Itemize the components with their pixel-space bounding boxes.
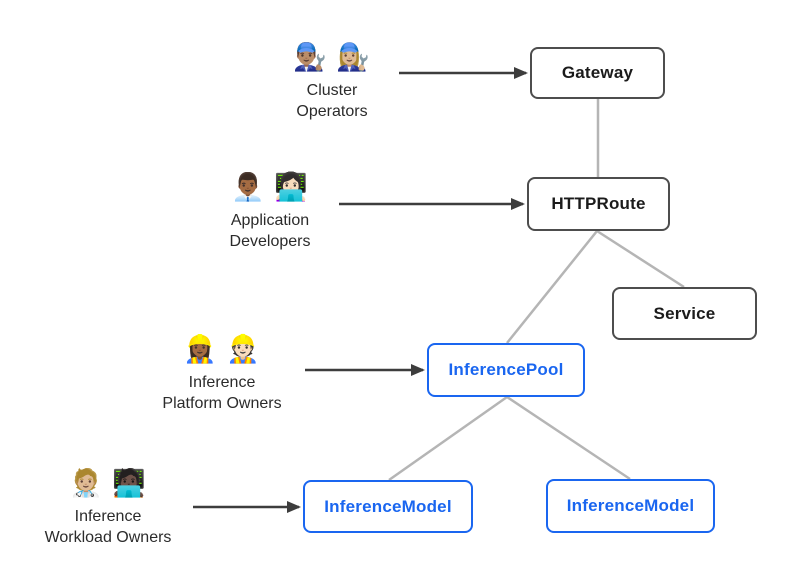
node-inferencepool-label: InferencePool [448,360,564,379]
persona-inference-workload-owners: 🧑🏼‍⚕️ 🧑🏿‍💻 Inference Workload Owners [18,462,198,548]
developers-emoji-icon: 👨🏾‍💼 👩🏻‍💻 [231,172,309,202]
persona-label-line: Platform Owners [162,395,282,412]
node-service: Service [612,287,757,340]
persona-inference-workload-owners-label: Inference Workload Owners [18,506,198,548]
persona-label-line: Cluster [306,82,358,99]
node-service-label: Service [653,303,716,323]
persona-label-line: Operators [296,103,368,120]
edge-inferencepool-inferencemodel-right [506,395,631,481]
mechanics-emoji-icon: 👨🏽‍🔧 👩🏼‍🔧 [293,42,371,72]
node-inferencemodel-left-label: InferenceModel [324,496,452,516]
persona-label-line: Developers [229,233,311,250]
node-gateway: Gateway [530,47,665,99]
persona-label-line: Application [230,212,310,229]
node-gateway-label: Gateway [561,63,634,82]
persona-application-developers-label: Application Developers [180,210,360,252]
persona-cluster-operators-label: Cluster Operators [242,80,422,122]
node-inferencepool: InferencePool [427,343,585,397]
node-inferencemodel-left: InferenceModel [303,480,473,533]
edge-httproute-service [596,229,685,289]
node-httproute: HTTPRoute [527,177,670,231]
construction-workers-emoji-icon: 👷🏾‍♀️ 👷🏻 [183,334,261,364]
edge-inferencepool-inferencemodel-left [388,395,508,482]
node-inferencemodel-right: InferenceModel [546,479,715,533]
edge-httproute-inferencepool [506,230,598,344]
node-httproute-label: HTTPRoute [551,194,646,213]
persona-inference-platform-owners-label: Inference Platform Owners [132,372,312,414]
node-inferencemodel-right-label: InferenceModel [566,496,695,515]
workers-emoji-icon: 🧑🏼‍⚕️ 🧑🏿‍💻 [69,468,147,498]
persona-inference-platform-owners: 👷🏾‍♀️ 👷🏻 Inference Platform Owners [132,328,312,414]
persona-label-line: Inference [188,374,256,391]
persona-cluster-operators: 👨🏽‍🔧 👩🏼‍🔧 Cluster Operators [242,36,422,122]
persona-application-developers: 👨🏾‍💼 👩🏻‍💻 Application Developers [180,166,360,252]
persona-label-line: Workload Owners [44,529,172,546]
persona-label-line: Inference [74,508,142,525]
